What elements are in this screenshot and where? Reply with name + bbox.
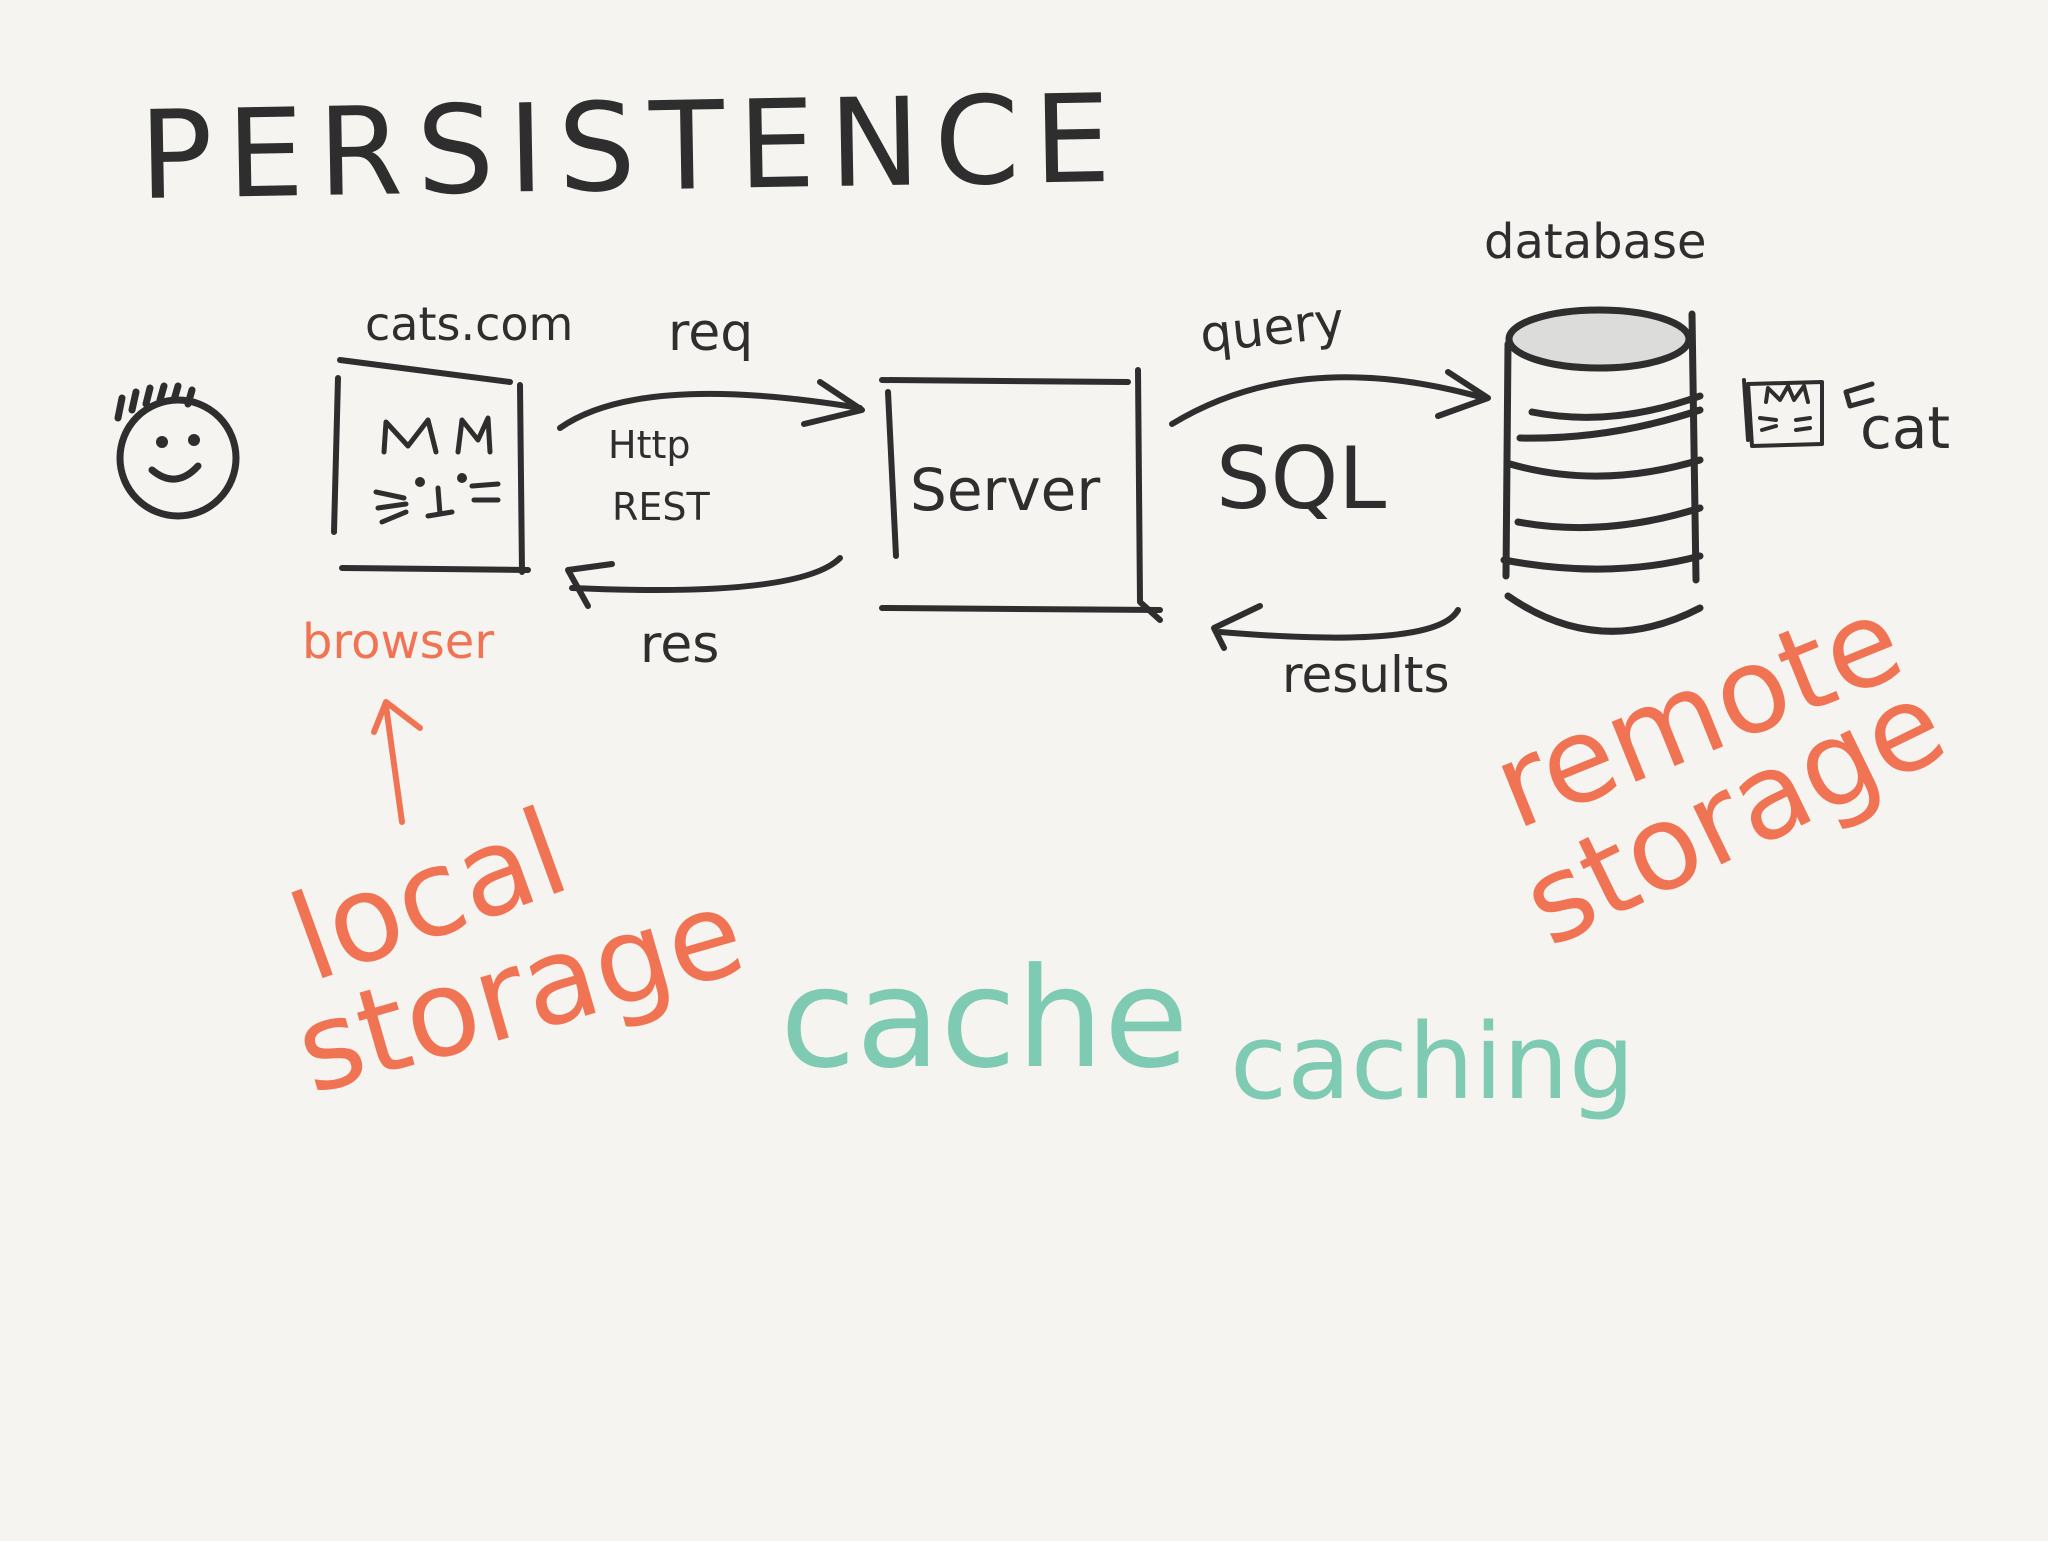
database-label: database (1484, 214, 1707, 270)
cat-record-icon (1742, 378, 1824, 448)
cat-face-icon (373, 415, 501, 525)
server-box (879, 367, 1163, 623)
protocol-http-label: Http (608, 423, 691, 467)
query-arrow (1169, 369, 1491, 427)
cat-record-pointer-arrow (1843, 381, 1875, 409)
request-arrow (557, 379, 865, 431)
results-label: results (1282, 646, 1450, 704)
browser-label: browser (302, 614, 494, 670)
protocol-rest-label: REST (612, 485, 711, 529)
browser-window-box (331, 357, 531, 575)
response-arrow (565, 555, 843, 609)
local-storage-arrow (371, 699, 423, 825)
caching-label: caching (1230, 1001, 1635, 1123)
browser-site-label: cats.com (365, 297, 573, 351)
cat-note-label: cat (1860, 394, 1950, 462)
response-label: res (640, 615, 719, 675)
database-cylinder (1500, 306, 1704, 635)
query-language-label: SQL (1216, 429, 1386, 529)
page-title: PERSISTENCE (138, 68, 1126, 227)
server-label: Server (910, 456, 1100, 524)
results-arrow (1211, 603, 1461, 651)
user-face-icon (114, 382, 240, 520)
request-label: req (668, 303, 753, 363)
query-label: query (1197, 291, 1347, 364)
cache-label: cache (780, 938, 1189, 1099)
